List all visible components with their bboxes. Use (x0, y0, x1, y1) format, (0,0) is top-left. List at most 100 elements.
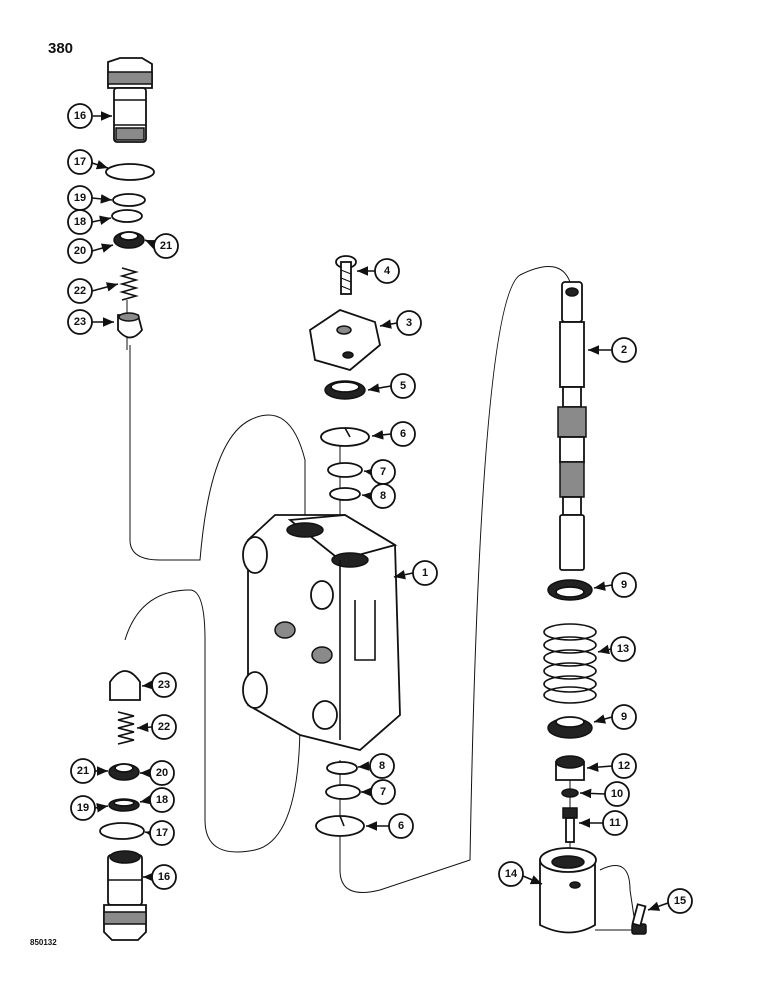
callout-18-bottom (149, 787, 175, 813)
callout-9-top-text: 9 (621, 579, 627, 591)
callout-6-bottom (388, 813, 414, 839)
callout-5-text: 5 (400, 380, 406, 392)
callout-10 (604, 781, 630, 807)
poppet-23-bottom (109, 670, 141, 701)
callout-17-top (67, 149, 93, 175)
callout-9-bottom (611, 704, 637, 730)
callout-21-bottom-text: 21 (77, 765, 89, 777)
callout-1 (412, 560, 438, 586)
seat-20-21-top (113, 231, 145, 249)
callout-13-text: 13 (617, 643, 629, 655)
o-ring-17-bottom (99, 822, 145, 840)
callout-16-bottom-text: 16 (158, 871, 170, 883)
callout-22-top (67, 278, 93, 304)
callout-20-top-text: 20 (74, 245, 86, 257)
poppet-23-top (117, 312, 143, 339)
bracket-3 (309, 309, 381, 371)
callout-19-bottom (70, 795, 96, 821)
callout-4-text: 4 (384, 265, 391, 277)
spacer-12 (555, 755, 585, 781)
o-ring-17-top (105, 163, 155, 181)
callout-4 (374, 258, 400, 284)
callout-6-bottom-text: 6 (398, 820, 404, 832)
callout-6-top-text: 6 (400, 428, 406, 440)
callout-2 (611, 337, 637, 363)
callout-13 (610, 636, 636, 662)
callout-22-top-text: 22 (74, 285, 86, 297)
ring-18-top (111, 209, 143, 223)
o-ring-8-top (329, 487, 361, 501)
callout-3 (396, 310, 422, 336)
callout-22-bottom-text: 22 (158, 721, 170, 733)
callout-8-top (370, 483, 396, 509)
callout-18-top-text: 18 (74, 216, 86, 228)
callout-23-top (67, 309, 93, 335)
callout-12 (611, 753, 637, 779)
seat-20-21-bottom (108, 763, 140, 781)
callout-9-bottom-text: 9 (621, 711, 627, 723)
callout-7-bottom (370, 779, 396, 805)
callout-20-bottom-text: 20 (156, 767, 168, 779)
callout-1-text: 1 (422, 567, 428, 579)
callout-3-text: 3 (406, 317, 412, 329)
callout-8-bottom-text: 8 (379, 760, 385, 772)
callout-23-top-text: 23 (74, 316, 86, 328)
callout-10-text: 10 (611, 788, 623, 800)
callout-8-top-text: 8 (380, 490, 386, 502)
callout-17-bottom (149, 820, 175, 846)
ring-18-19-bottom (108, 798, 140, 812)
screw-4 (335, 255, 357, 295)
callout-12-text: 12 (618, 760, 630, 772)
callout-21-top (153, 233, 179, 259)
spring-seat-9-top (547, 579, 593, 601)
screw-15 (631, 903, 647, 935)
relief-plug-bottom (103, 850, 147, 941)
callout-14 (498, 861, 524, 887)
callout-7-bottom-text: 7 (380, 786, 386, 798)
callout-18-top (67, 209, 93, 235)
o-ring-8-bottom (326, 761, 358, 775)
callout-6-top (390, 421, 416, 447)
callout-18-bottom-text: 18 (156, 794, 168, 806)
callout-19-bottom-text: 19 (77, 802, 89, 814)
ring-7-top (327, 462, 363, 478)
spring-22-top (119, 267, 139, 301)
callout-11 (602, 810, 628, 836)
callout-16-bottom (151, 864, 177, 890)
washer-10 (561, 788, 579, 798)
ring-7-bottom (325, 784, 361, 800)
callout-9-top (611, 572, 637, 598)
figure-code: 850132 (30, 938, 57, 947)
callout-20-top (67, 238, 93, 264)
callout-11-text: 11 (609, 817, 621, 829)
callout-23-bottom (151, 672, 177, 698)
callout-17-top-text: 17 (74, 156, 86, 168)
callout-21-bottom (70, 758, 96, 784)
callout-23-bottom-text: 23 (158, 679, 170, 691)
spring-13 (543, 623, 597, 704)
relief-plug-top (107, 57, 153, 143)
callout-8-bottom (369, 753, 395, 779)
callout-5 (390, 373, 416, 399)
callout-14-text: 14 (505, 868, 518, 880)
spool-2 (557, 281, 587, 571)
cap-14 (539, 847, 597, 934)
callout-20-bottom (149, 760, 175, 786)
valve-body-1 (242, 514, 401, 751)
washer-6-bottom (315, 815, 365, 837)
callout-19-top-text: 19 (74, 192, 86, 204)
callout-21-top-text: 21 (160, 240, 172, 252)
callout-17-bottom-text: 17 (156, 827, 168, 839)
spring-22-bottom (117, 711, 135, 745)
bolt-11 (562, 807, 578, 843)
callout-22-bottom (151, 714, 177, 740)
callout-16-top-text: 16 (74, 110, 86, 122)
callout-16-top (67, 103, 93, 129)
page-number: 380 (48, 40, 74, 57)
spring-seat-9-bottom (547, 716, 593, 739)
callout-15-text: 15 (674, 895, 686, 907)
ring-19-top (112, 193, 146, 207)
callout-2-text: 2 (621, 344, 627, 356)
callout-15 (667, 888, 693, 914)
